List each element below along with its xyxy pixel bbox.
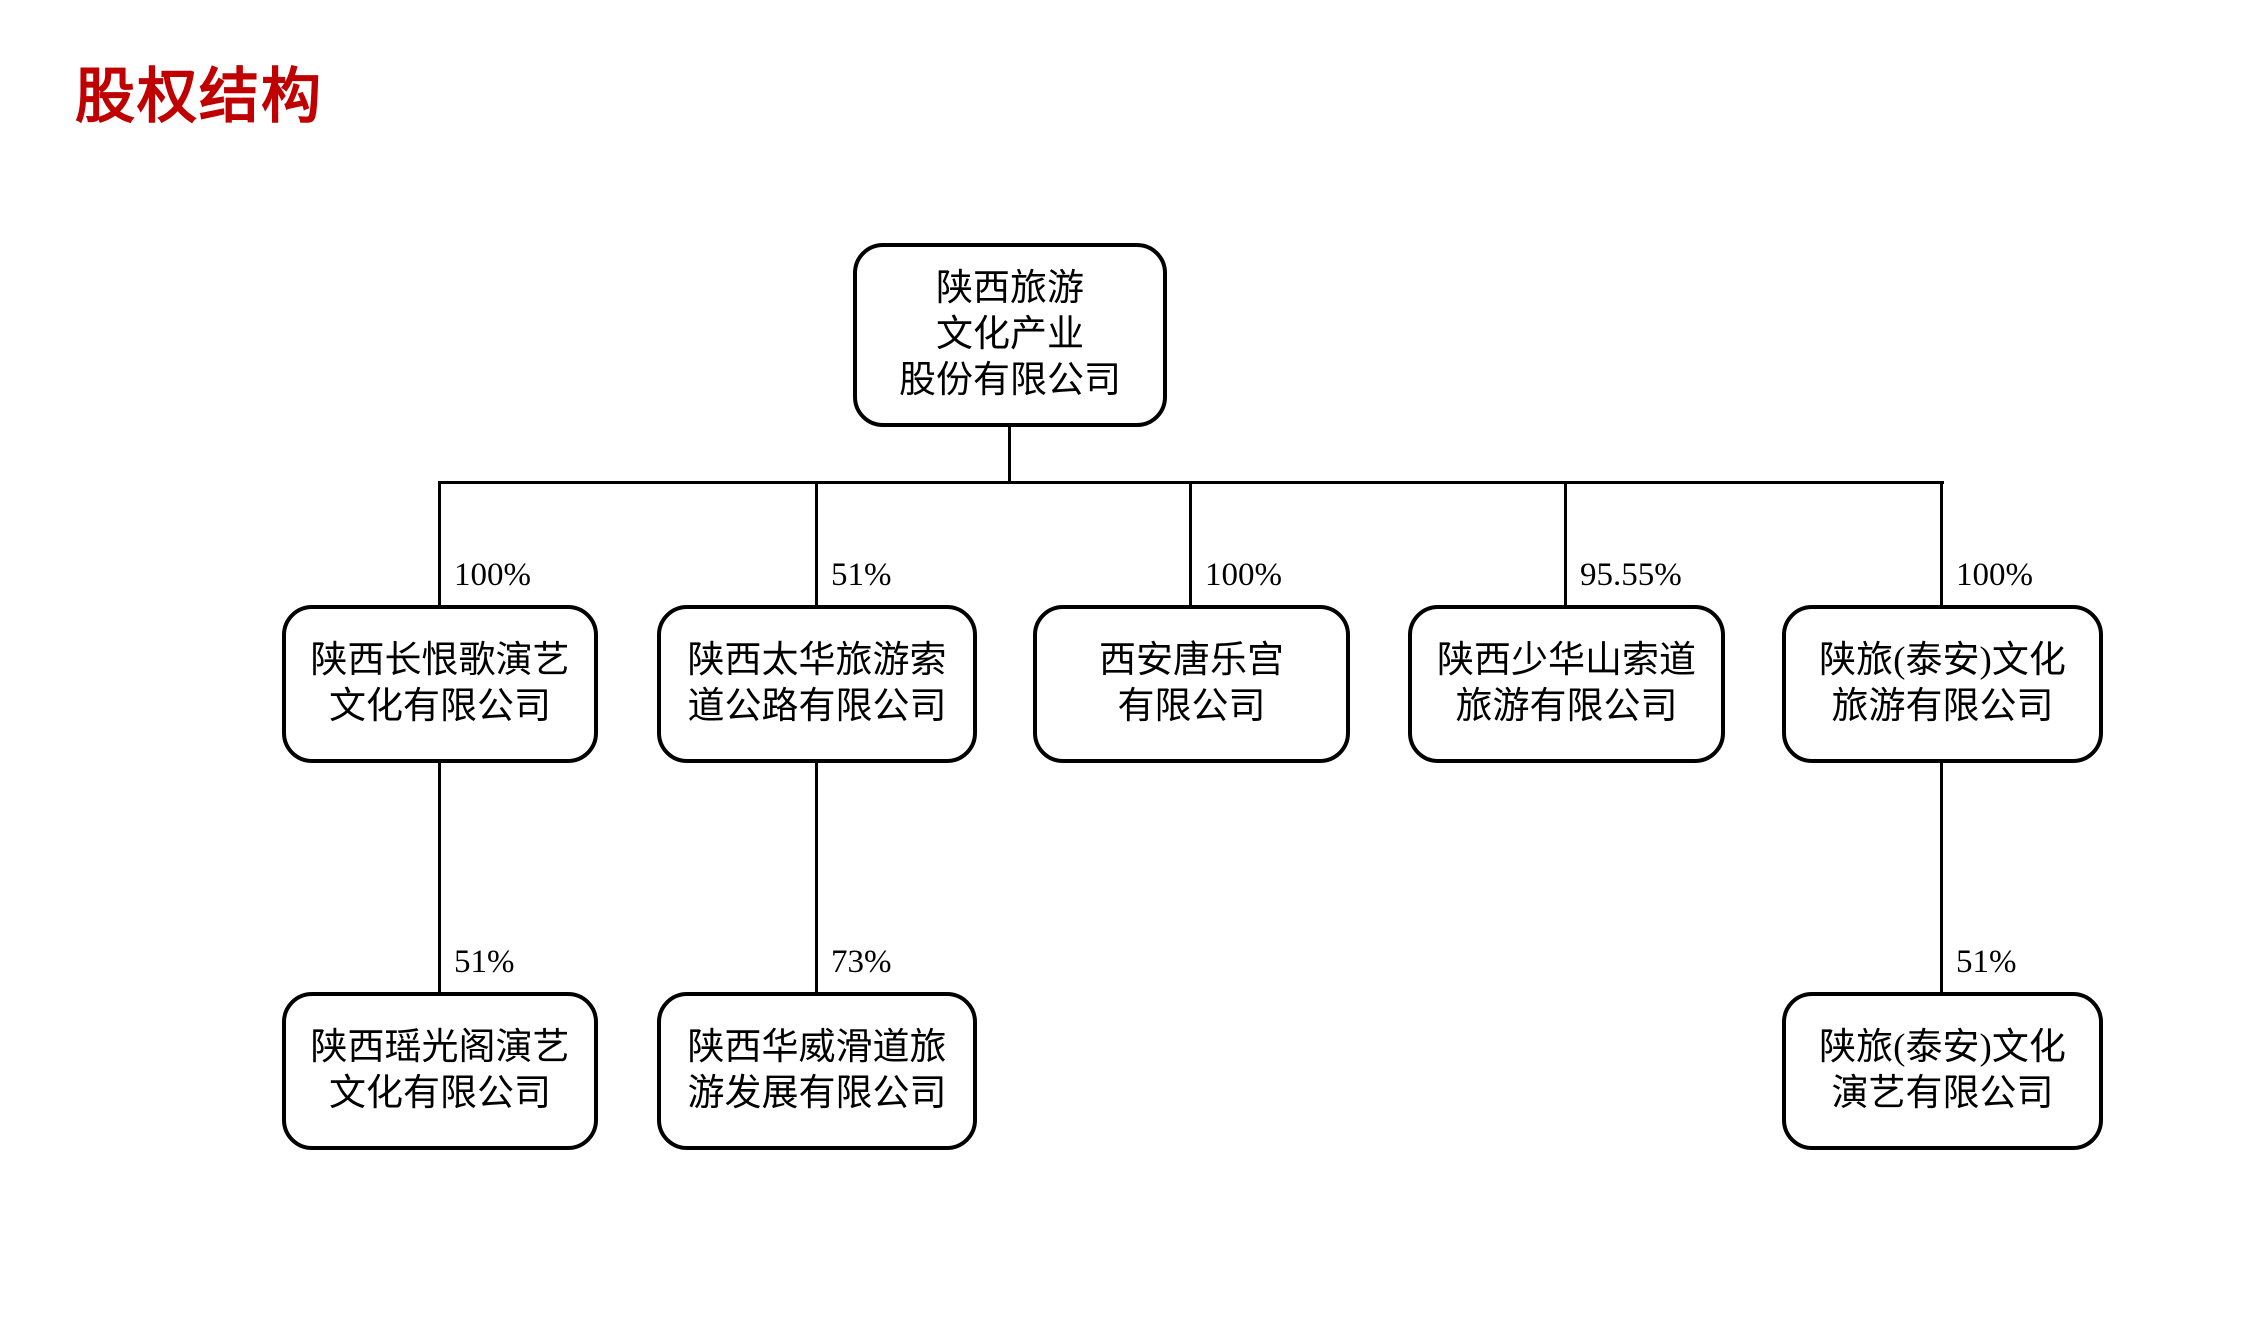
company-name: 西安唐乐宫 有限公司 <box>1099 640 1284 727</box>
ownership-label: 73% <box>831 944 892 980</box>
company-name: 陕旅(泰安)文化 旅游有限公司 <box>1819 640 2066 727</box>
drop-line-subsidiary-3 <box>1189 481 1192 606</box>
company-name: 陕旅(泰安)文化 演艺有限公司 <box>1819 1027 2066 1114</box>
ownership-label: 51% <box>831 557 892 593</box>
subsidiary-box-3: 西安唐乐宫 有限公司 <box>1033 605 1350 763</box>
ownership-label: 51% <box>1956 944 2017 980</box>
subsubsidiary-box-1: 陕西瑶光阁演艺 文化有限公司 <box>282 992 598 1150</box>
connector-line-subsubsidiary-2 <box>815 762 818 993</box>
ownership-label: 100% <box>454 557 531 593</box>
root-stem-line <box>1008 427 1011 484</box>
ownership-label: 95.55% <box>1580 557 1682 593</box>
ownership-label: 51% <box>454 944 515 980</box>
ownership-label: 100% <box>1956 557 2033 593</box>
company-name: 陕西少华山索道 旅游有限公司 <box>1437 640 1696 727</box>
subsubsidiary-box-2: 陕西华威滑道旅 游发展有限公司 <box>657 992 977 1150</box>
subsidiary-box-2: 陕西太华旅游索 道公路有限公司 <box>657 605 977 763</box>
subsidiary-box-5: 陕旅(泰安)文化 旅游有限公司 <box>1782 605 2103 763</box>
company-name: 陕西长恨歌演艺 文化有限公司 <box>310 640 570 727</box>
drop-line-subsidiary-1 <box>438 481 441 606</box>
subsubsidiary-box-3: 陕旅(泰安)文化 演艺有限公司 <box>1782 992 2103 1150</box>
connector-line-subsubsidiary-3 <box>1940 762 1943 993</box>
drop-line-subsidiary-2 <box>815 481 818 606</box>
drop-line-subsidiary-5 <box>1940 481 1943 606</box>
connector-line-subsubsidiary-1 <box>438 762 441 993</box>
root-company-box: 陕西旅游 文化产业 股份有限公司 <box>853 243 1167 427</box>
drop-line-subsidiary-4 <box>1564 481 1567 606</box>
company-name: 陕西旅游 文化产业 股份有限公司 <box>899 268 1121 401</box>
ownership-label: 100% <box>1205 557 1282 593</box>
subsidiary-box-4: 陕西少华山索道 旅游有限公司 <box>1408 605 1725 763</box>
company-name: 陕西太华旅游索 道公路有限公司 <box>687 640 947 727</box>
subsidiary-box-1: 陕西长恨歌演艺 文化有限公司 <box>282 605 598 763</box>
company-name: 陕西华威滑道旅 游发展有限公司 <box>687 1027 947 1114</box>
page-title: 股权结构 <box>75 64 323 130</box>
company-name: 陕西瑶光阁演艺 文化有限公司 <box>310 1027 570 1114</box>
